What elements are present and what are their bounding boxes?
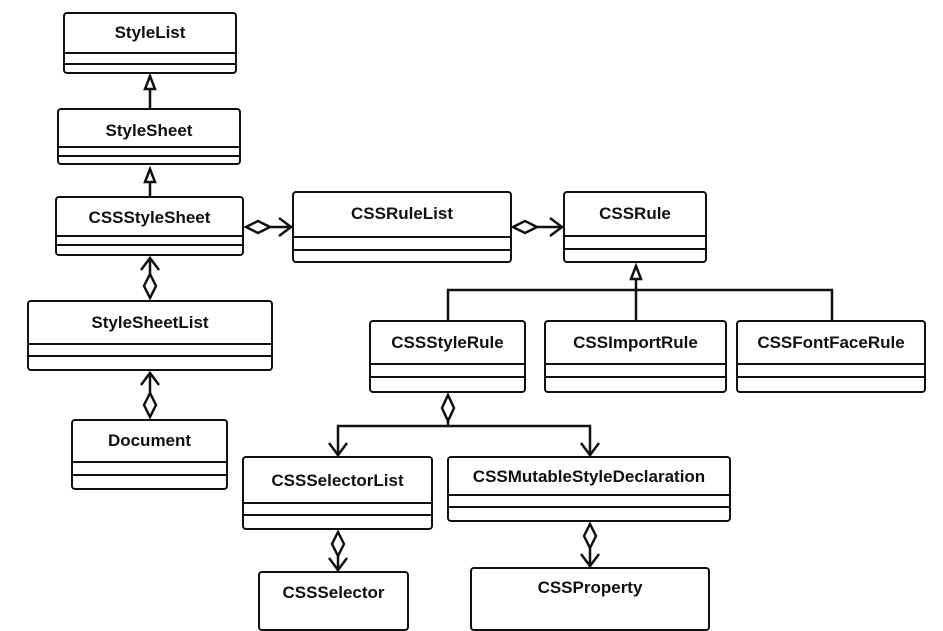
aggregation-diamond bbox=[243, 219, 273, 235]
class-methods-divider bbox=[73, 474, 226, 476]
class-name: CSSRuleList bbox=[350, 204, 454, 223]
navigation-arrowhead bbox=[140, 255, 160, 271]
class-methods-divider bbox=[57, 244, 242, 246]
navigation-arrowhead bbox=[140, 370, 160, 386]
class-cssstylesheet[interactable]: CSSStyleSheet bbox=[55, 196, 244, 256]
navigation-arrowhead bbox=[549, 217, 565, 237]
class-attributes-divider bbox=[738, 363, 924, 365]
class-name: CSSMutableStyleDeclaration bbox=[472, 467, 706, 486]
class-attributes-divider bbox=[546, 363, 725, 365]
class-name: StyleSheetList bbox=[91, 313, 209, 332]
class-methods-divider bbox=[294, 249, 510, 251]
class-cssrule[interactable]: CSSRule bbox=[563, 191, 707, 263]
class-name: CSSStyleRule bbox=[391, 333, 504, 352]
class-cssfontfacerule[interactable]: CSSFontFaceRule bbox=[736, 320, 926, 393]
aggregation-diamond bbox=[510, 219, 540, 235]
aggregation-diamond bbox=[330, 529, 346, 559]
class-stylelist[interactable]: StyleList bbox=[63, 12, 237, 74]
class-name: CSSFontFaceRule bbox=[757, 333, 905, 352]
class-attributes-divider bbox=[449, 494, 729, 496]
class-name: CSSStyleSheet bbox=[88, 208, 211, 227]
class-methods-divider bbox=[29, 355, 271, 357]
class-cssselector[interactable]: CSSSelector bbox=[258, 571, 409, 631]
class-methods-divider bbox=[738, 376, 924, 378]
class-name: StyleList bbox=[114, 23, 186, 42]
navigation-arrowhead bbox=[580, 442, 600, 458]
relation-connectors bbox=[140, 72, 834, 573]
aggregation-diamond bbox=[440, 392, 456, 424]
class-cssrulelist[interactable]: CSSRuleList bbox=[292, 191, 512, 263]
class-methods-divider bbox=[546, 376, 725, 378]
class-methods-divider bbox=[449, 506, 729, 508]
aggregation-diamond bbox=[142, 271, 158, 301]
class-attributes-divider bbox=[371, 363, 524, 365]
navigation-arrowhead bbox=[278, 217, 294, 237]
generalization-line bbox=[446, 288, 834, 320]
class-cssstylerule[interactable]: CSSStyleRule bbox=[369, 320, 526, 393]
navigation-arrowhead bbox=[328, 557, 348, 573]
aggregation-line bbox=[448, 424, 592, 456]
aggregation-line bbox=[336, 421, 450, 456]
navigation-arrowhead bbox=[580, 553, 600, 569]
generalization-arrowhead bbox=[143, 72, 157, 91]
class-attributes-divider bbox=[565, 235, 705, 237]
class-methods-divider bbox=[244, 514, 431, 516]
class-name: StyleSheet bbox=[105, 121, 193, 140]
generalization-arrowhead bbox=[143, 165, 157, 184]
class-attributes-divider bbox=[294, 236, 510, 238]
aggregation-diamond bbox=[582, 521, 598, 551]
aggregation-diamond bbox=[142, 390, 158, 420]
uml-class-diagram: StyleList StyleSheet CSSStyleSheet Style… bbox=[27, 12, 926, 631]
class-document[interactable]: Document bbox=[71, 419, 228, 490]
class-attributes-divider bbox=[29, 343, 271, 345]
class-methods-divider bbox=[565, 248, 705, 250]
class-methods-divider bbox=[371, 376, 524, 378]
class-attributes-divider bbox=[65, 52, 235, 54]
class-cssimportrule[interactable]: CSSImportRule bbox=[544, 320, 727, 393]
class-cssmutablestyledeclaration[interactable]: CSSMutableStyleDeclaration bbox=[447, 456, 731, 522]
class-name: CSSProperty bbox=[537, 578, 643, 597]
generalization-arrowhead bbox=[629, 262, 643, 281]
class-methods-divider bbox=[65, 63, 235, 65]
class-methods-divider bbox=[59, 155, 239, 157]
class-cssselectorlist[interactable]: CSSSelectorList bbox=[242, 456, 433, 530]
class-attributes-divider bbox=[73, 461, 226, 463]
class-name: Document bbox=[107, 431, 192, 450]
class-cssproperty[interactable]: CSSProperty bbox=[470, 567, 710, 631]
class-name: CSSSelector bbox=[282, 583, 385, 602]
class-name: CSSRule bbox=[599, 204, 671, 223]
class-name: CSSSelectorList bbox=[271, 471, 404, 490]
class-attributes-divider bbox=[57, 235, 242, 237]
class-attributes-divider bbox=[244, 502, 431, 504]
navigation-arrowhead bbox=[328, 442, 348, 458]
class-stylesheet[interactable]: StyleSheet bbox=[57, 108, 241, 165]
class-attributes-divider bbox=[59, 146, 239, 148]
class-name: CSSImportRule bbox=[573, 333, 698, 352]
class-stylesheetlist[interactable]: StyleSheetList bbox=[27, 300, 273, 371]
